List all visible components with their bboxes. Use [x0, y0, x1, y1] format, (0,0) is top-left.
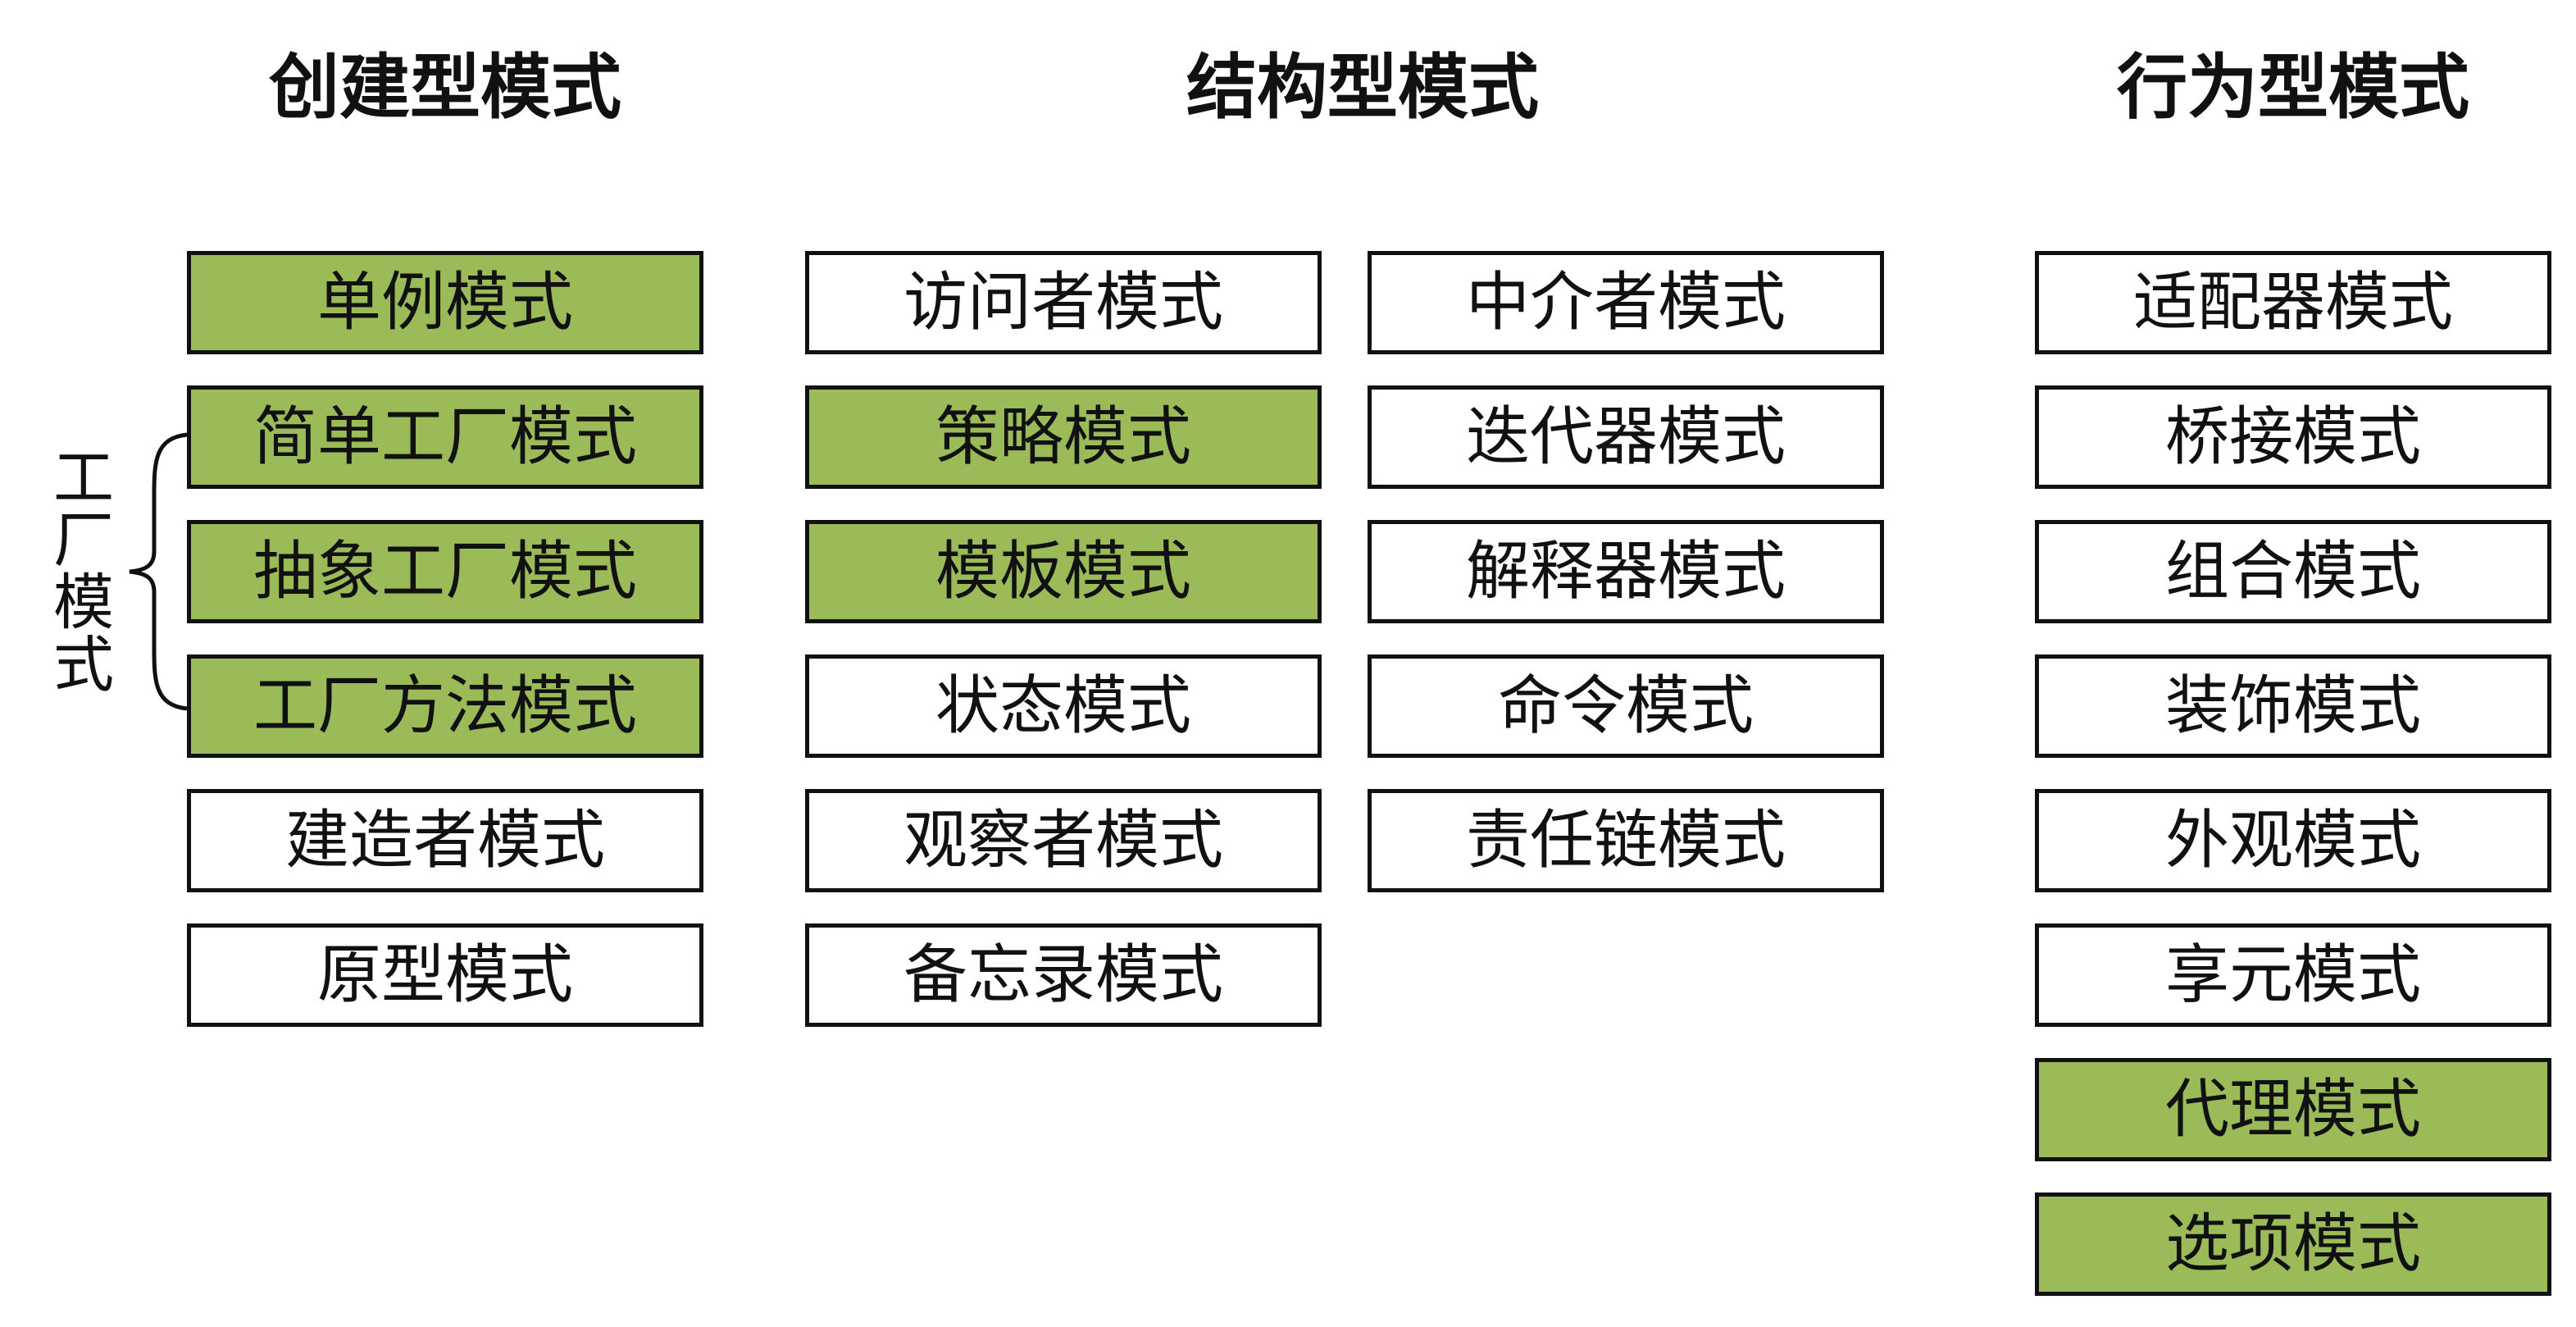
pattern-box-prototype: 原型模式 [187, 923, 703, 1027]
pattern-box-singleton: 单例模式 [187, 251, 703, 354]
pattern-box-state: 状态模式 [805, 654, 1322, 758]
heading-structural: 结构型模式 [1186, 47, 1539, 129]
pattern-label: 观察者模式 [903, 804, 1223, 878]
pattern-label: 策略模式 [935, 400, 1191, 474]
pattern-label: 责任链模式 [1465, 804, 1786, 878]
pattern-box-memento: 备忘录模式 [805, 923, 1322, 1027]
pattern-label: 代理模式 [2164, 1073, 2421, 1147]
pattern-box-visitor: 访问者模式 [805, 251, 1322, 354]
pattern-label: 工厂方法模式 [253, 669, 637, 743]
pattern-label: 享元模式 [2164, 938, 2421, 1012]
pattern-box-mediator: 中介者模式 [1368, 251, 1884, 354]
pattern-box-strategy: 策略模式 [805, 385, 1322, 489]
pattern-label: 中介者模式 [1465, 266, 1786, 340]
pattern-box-proxy: 代理模式 [2035, 1058, 2551, 1161]
pattern-box-composite: 组合模式 [2035, 520, 2551, 623]
pattern-label: 命令模式 [1497, 669, 1754, 743]
pattern-box-flyweight: 享元模式 [2035, 923, 2551, 1027]
pattern-box-simple-factory: 简单工厂模式 [187, 385, 703, 489]
heading-creational: 创建型模式 [269, 47, 621, 129]
pattern-label: 外观模式 [2164, 804, 2421, 878]
pattern-label: 选项模式 [2164, 1207, 2421, 1281]
pattern-box-option: 选项模式 [2035, 1192, 2551, 1296]
pattern-box-template: 模板模式 [805, 520, 1322, 623]
pattern-label: 简单工厂模式 [253, 400, 637, 474]
pattern-box-command: 命令模式 [1368, 654, 1884, 758]
factory-group-brace [129, 432, 188, 711]
column-creational: 单例模式 简单工厂模式 抽象工厂模式 工厂方法模式 建造者模式 原型模式 [187, 251, 703, 1058]
pattern-box-factory-method: 工厂方法模式 [187, 654, 703, 758]
pattern-label: 状态模式 [935, 669, 1191, 743]
pattern-label: 备忘录模式 [903, 938, 1223, 1012]
pattern-box-bridge: 桥接模式 [2035, 385, 2551, 489]
pattern-box-observer: 观察者模式 [805, 789, 1322, 892]
pattern-label: 解释器模式 [1465, 535, 1786, 609]
pattern-label: 装饰模式 [2164, 669, 2421, 743]
pattern-box-decorator: 装饰模式 [2035, 654, 2551, 758]
factory-group-label: 工厂模式 [53, 443, 114, 700]
pattern-label: 建造者模式 [284, 804, 605, 878]
pattern-label: 访问者模式 [903, 266, 1223, 340]
pattern-label: 迭代器模式 [1465, 400, 1786, 474]
pattern-box-iterator: 迭代器模式 [1368, 385, 1884, 489]
pattern-box-builder: 建造者模式 [187, 789, 703, 892]
pattern-box-interpreter: 解释器模式 [1368, 520, 1884, 623]
pattern-box-chain-of-responsibility: 责任链模式 [1368, 789, 1884, 892]
pattern-label: 单例模式 [316, 266, 573, 340]
column-structural-left: 访问者模式 策略模式 模板模式 状态模式 观察者模式 备忘录模式 [805, 251, 1322, 1058]
pattern-box-adapter: 适配器模式 [2035, 251, 2551, 354]
column-behavioral: 适配器模式 桥接模式 组合模式 装饰模式 外观模式 享元模式 代理模式 选项模式 [2035, 251, 2551, 1327]
pattern-label: 桥接模式 [2164, 400, 2421, 474]
pattern-box-facade: 外观模式 [2035, 789, 2551, 892]
heading-behavioral: 行为型模式 [2117, 47, 2469, 129]
pattern-label: 抽象工厂模式 [253, 535, 637, 609]
pattern-label: 原型模式 [316, 938, 573, 1012]
pattern-label: 组合模式 [2164, 535, 2421, 609]
pattern-label: 模板模式 [935, 535, 1191, 609]
column-structural-right: 中介者模式 迭代器模式 解释器模式 命令模式 责任链模式 [1368, 251, 1884, 923]
pattern-box-abstract-factory: 抽象工厂模式 [187, 520, 703, 623]
pattern-label: 适配器模式 [2132, 266, 2453, 340]
